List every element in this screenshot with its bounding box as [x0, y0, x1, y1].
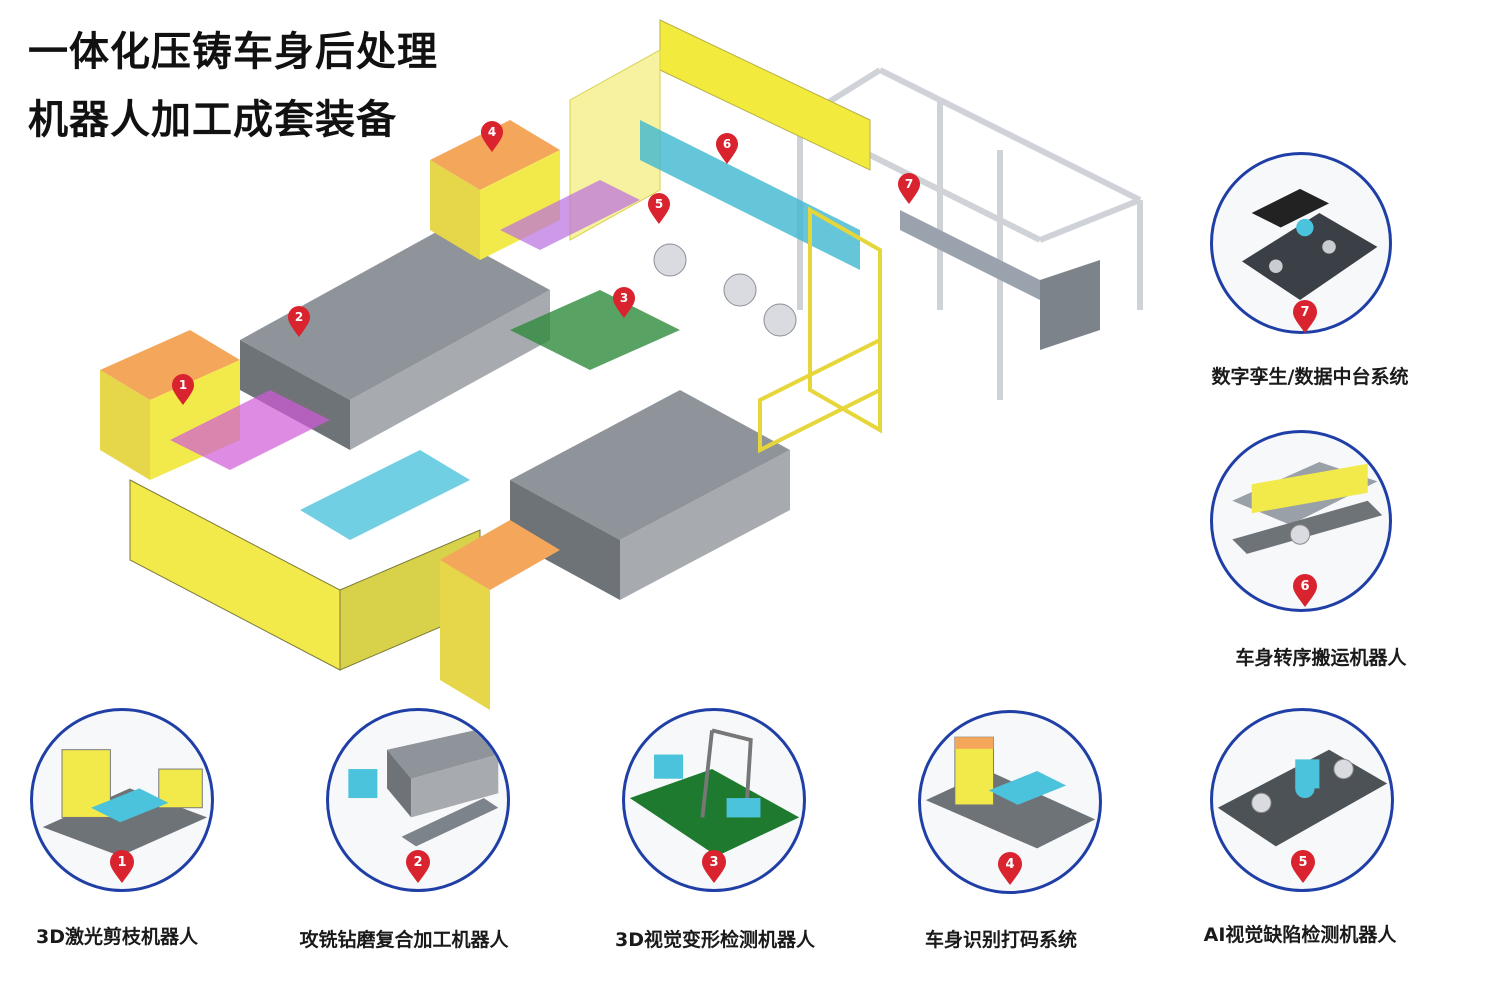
factory-overview-illustration: [40, 10, 1180, 730]
caption-6: 车身转序搬运机器人: [1235, 647, 1407, 669]
caption-1: 3D激光剪枝机器人: [36, 926, 198, 948]
map-pin-6-label: 6: [723, 137, 731, 151]
pin-5: 5: [1290, 850, 1316, 884]
page-title-line1: 一体化压铸车身后处理: [28, 29, 438, 75]
map-pin-1[interactable]: 1: [171, 374, 195, 406]
detail-circle-5[interactable]: [1210, 708, 1394, 892]
map-pin-3[interactable]: 3: [612, 287, 636, 319]
map-pin-2[interactable]: 2: [287, 306, 311, 338]
pin-3-label: 3: [709, 855, 718, 870]
pin-5-label: 5: [1298, 855, 1307, 870]
map-pin-4-label: 4: [488, 125, 496, 139]
pin-4-label: 4: [1005, 857, 1014, 872]
pin-4: 4: [997, 852, 1023, 886]
pin-6: 6: [1292, 574, 1318, 608]
caption-2: 攻铣钻磨复合加工机器人: [299, 929, 509, 951]
caption-5: AI视觉缺陷检测机器人: [1203, 924, 1397, 946]
detail-circle-2[interactable]: [326, 708, 510, 892]
pin-7: 7: [1292, 300, 1318, 334]
page-title-line2: 机器人加工成套装备: [28, 97, 397, 143]
pin-7-label: 7: [1300, 305, 1309, 320]
pin-6-label: 6: [1300, 579, 1309, 594]
caption-3: 3D视觉变形检测机器人: [615, 929, 815, 951]
map-pin-7[interactable]: 7: [897, 173, 921, 205]
map-pin-5-label: 5: [655, 197, 663, 211]
map-pin-4[interactable]: 4: [480, 121, 504, 153]
map-pin-1-label: 1: [179, 378, 187, 392]
caption-7: 数字孪生/数据中台系统: [1211, 366, 1409, 388]
pin-1: 1: [109, 850, 135, 884]
map-pin-5[interactable]: 5: [647, 193, 671, 225]
pin-3: 3: [701, 850, 727, 884]
pin-1-label: 1: [117, 855, 126, 870]
map-pin-2-label: 2: [295, 310, 303, 324]
detail-circle-1[interactable]: [30, 708, 214, 892]
map-pin-6[interactable]: 6: [715, 133, 739, 165]
detail-circle-3[interactable]: [622, 708, 806, 892]
map-pin-3-label: 3: [620, 291, 628, 305]
caption-4: 车身识别打码系统: [924, 929, 1077, 951]
pin-2-label: 2: [413, 855, 422, 870]
pin-2: 2: [405, 850, 431, 884]
map-pin-7-label: 7: [905, 177, 913, 191]
